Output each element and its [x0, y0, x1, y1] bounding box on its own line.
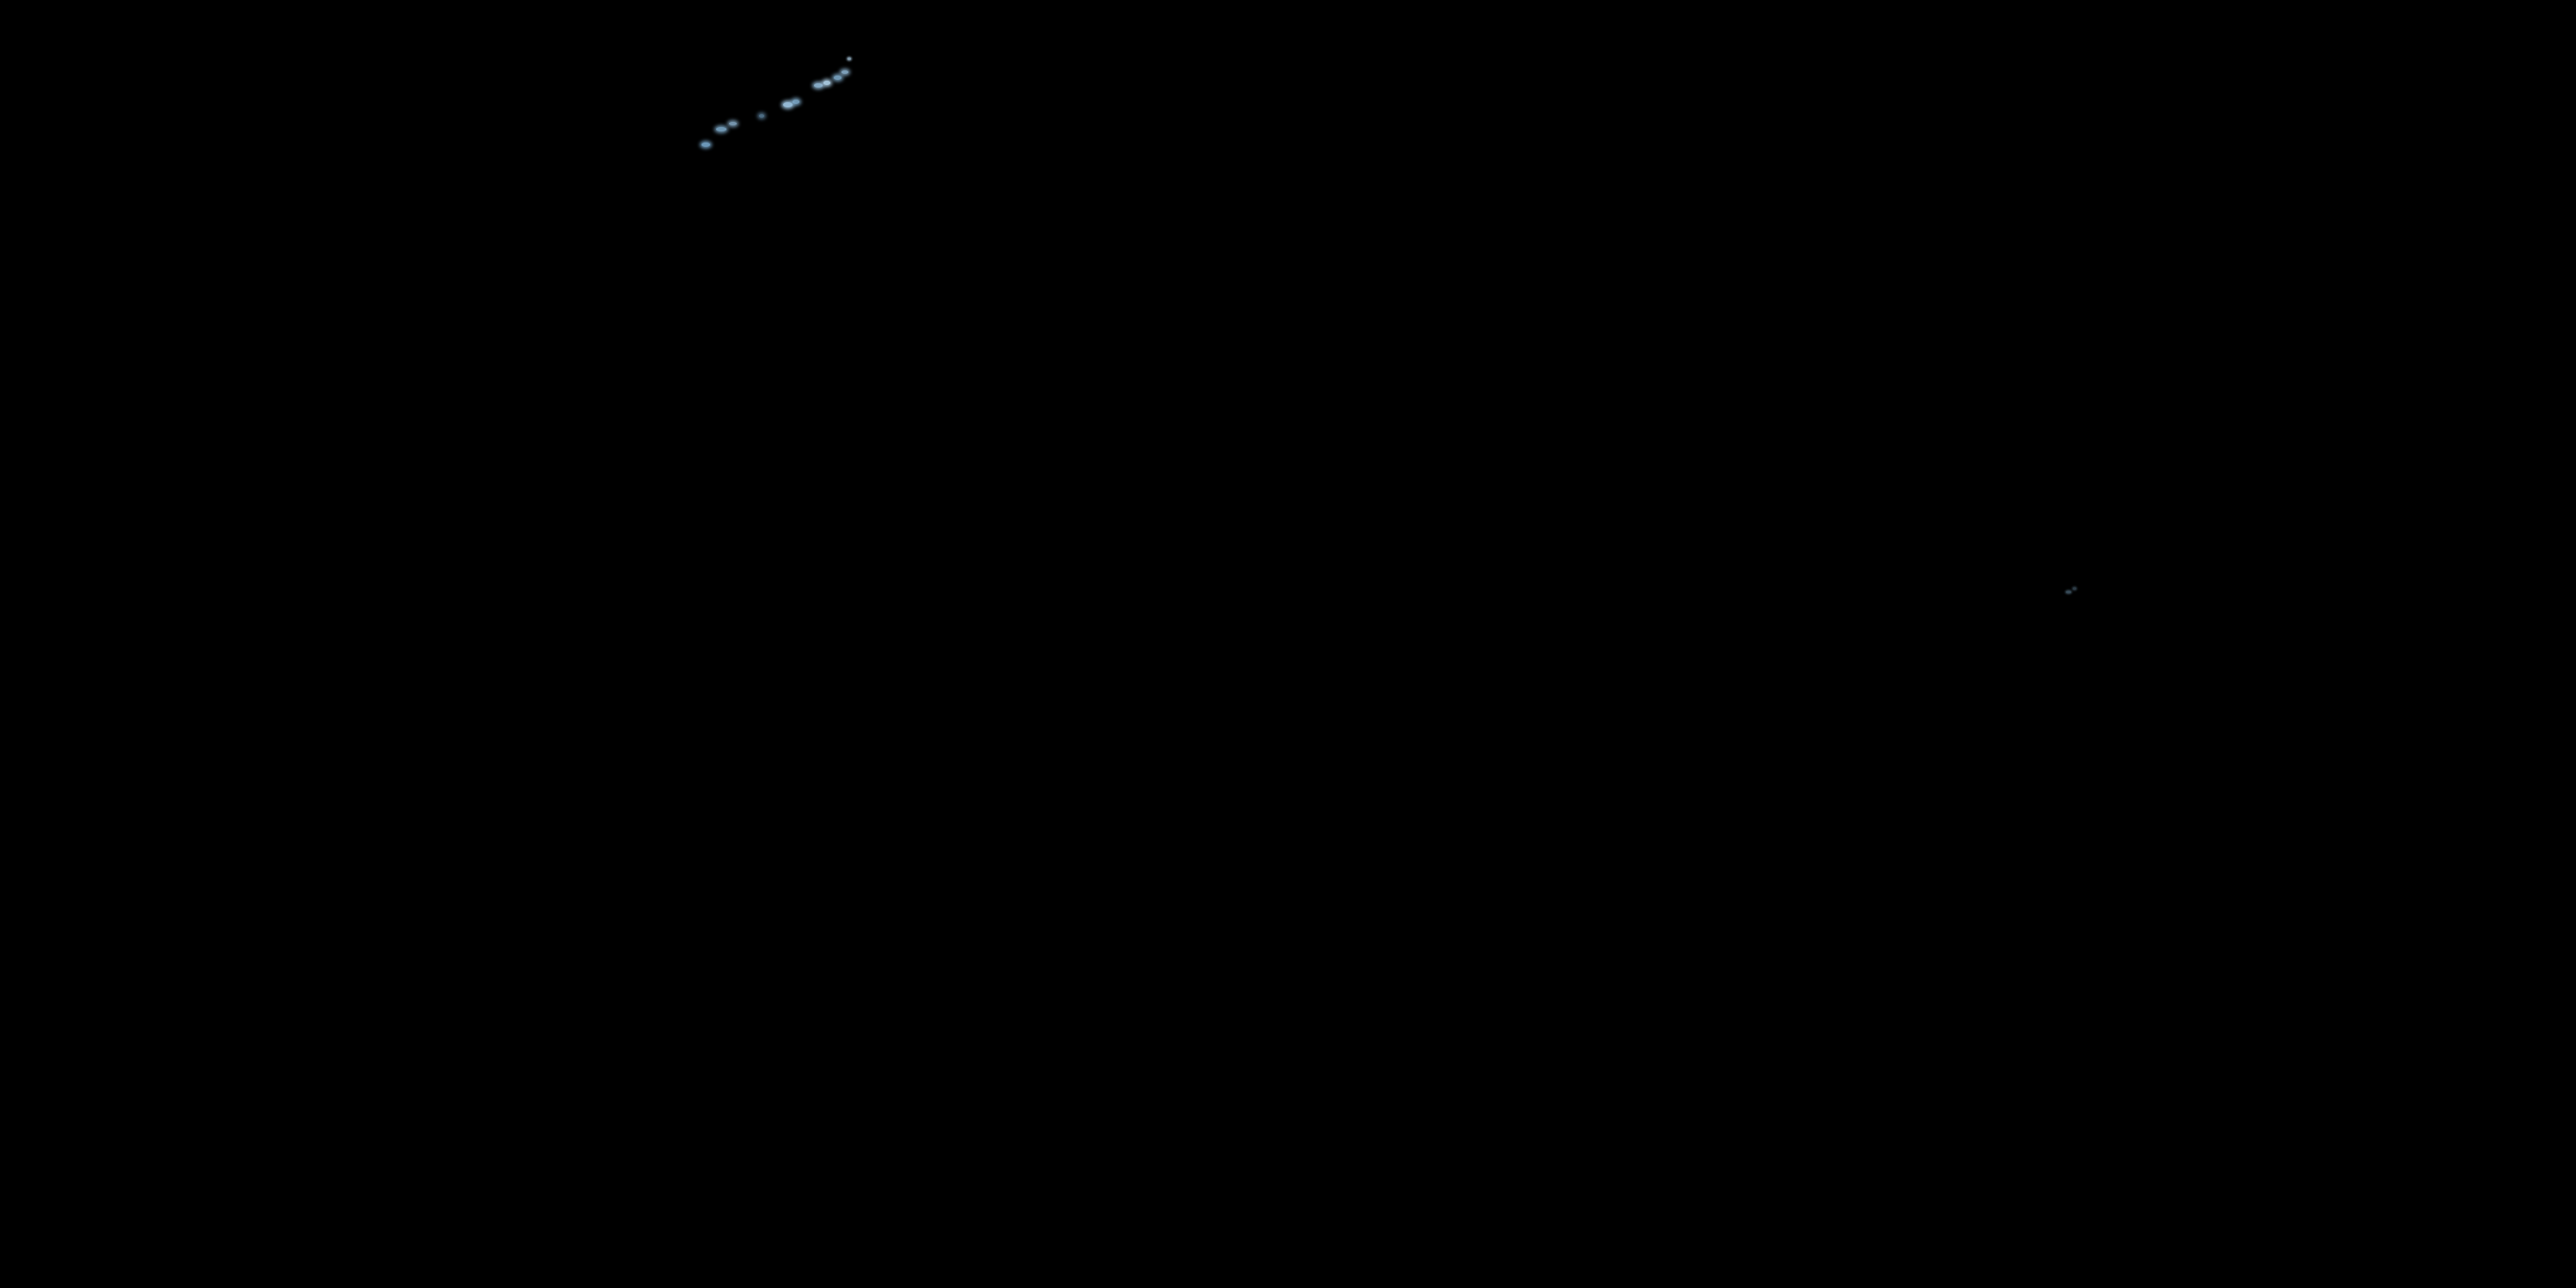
distant-light-speck [783, 102, 793, 107]
distant-light-speck [793, 100, 799, 104]
distant-light-speck [2066, 591, 2071, 593]
distant-light-speck [823, 81, 830, 85]
distant-light-speck [834, 76, 841, 80]
distant-light-speck [2073, 587, 2076, 590]
distant-light-speck [729, 122, 737, 125]
distant-light-speck [702, 143, 710, 147]
distant-light-speck [759, 114, 764, 118]
distant-light-speck [716, 127, 726, 131]
distant-light-speck [848, 58, 851, 60]
distant-light-speck [841, 70, 848, 74]
distant-light-speck [814, 83, 823, 88]
